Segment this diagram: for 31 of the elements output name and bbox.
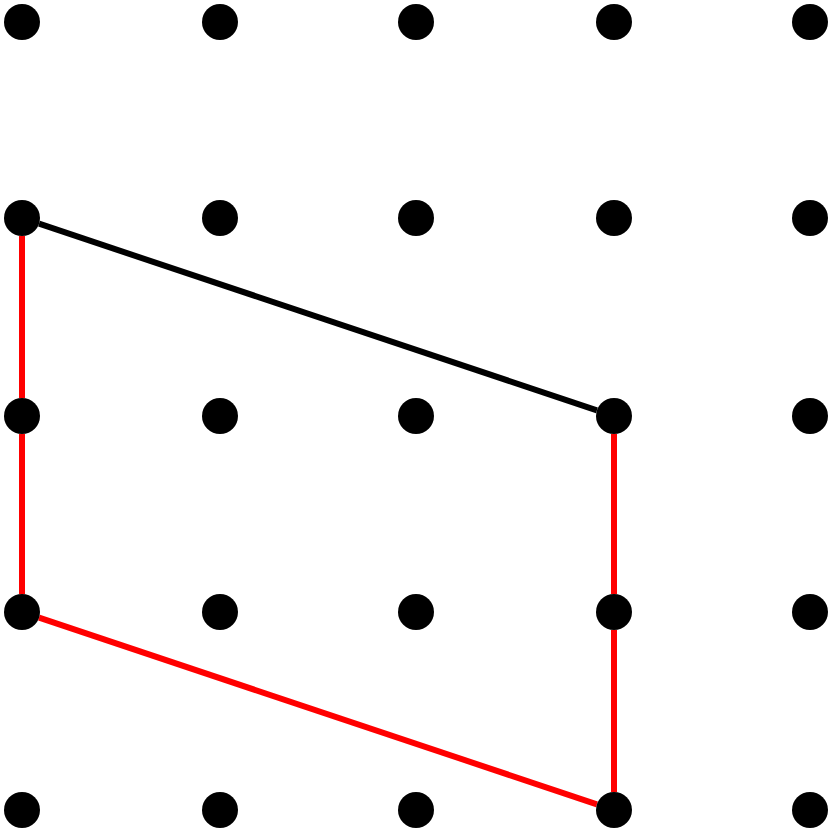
grid-dot	[792, 398, 828, 434]
grid-dot	[596, 792, 632, 828]
grid-dot	[202, 792, 238, 828]
grid-dot	[398, 200, 434, 236]
grid-dot	[202, 4, 238, 40]
grid-dot	[596, 4, 632, 40]
grid-dot	[4, 398, 40, 434]
grid-dot	[202, 398, 238, 434]
grid-dot	[398, 594, 434, 630]
grid-dot	[4, 4, 40, 40]
grid-dot	[792, 792, 828, 828]
line-segment	[38, 614, 598, 808]
grid-dot	[792, 200, 828, 236]
line-segment	[611, 630, 617, 792]
grid-dot	[4, 200, 40, 236]
grid-dot	[202, 200, 238, 236]
grid-dot	[792, 4, 828, 40]
line-segment	[38, 220, 598, 414]
grid-dot	[398, 398, 434, 434]
grid-dot	[596, 398, 632, 434]
line-segment	[19, 434, 25, 594]
grid-dot	[792, 594, 828, 630]
grid-dot	[596, 200, 632, 236]
grid-dot	[398, 792, 434, 828]
line-segment	[611, 434, 617, 594]
line-segment	[19, 236, 25, 398]
grid-dot	[398, 4, 434, 40]
grid-dot	[202, 594, 238, 630]
grid-dot	[596, 594, 632, 630]
grid-dot	[4, 594, 40, 630]
grid-dot	[4, 792, 40, 828]
